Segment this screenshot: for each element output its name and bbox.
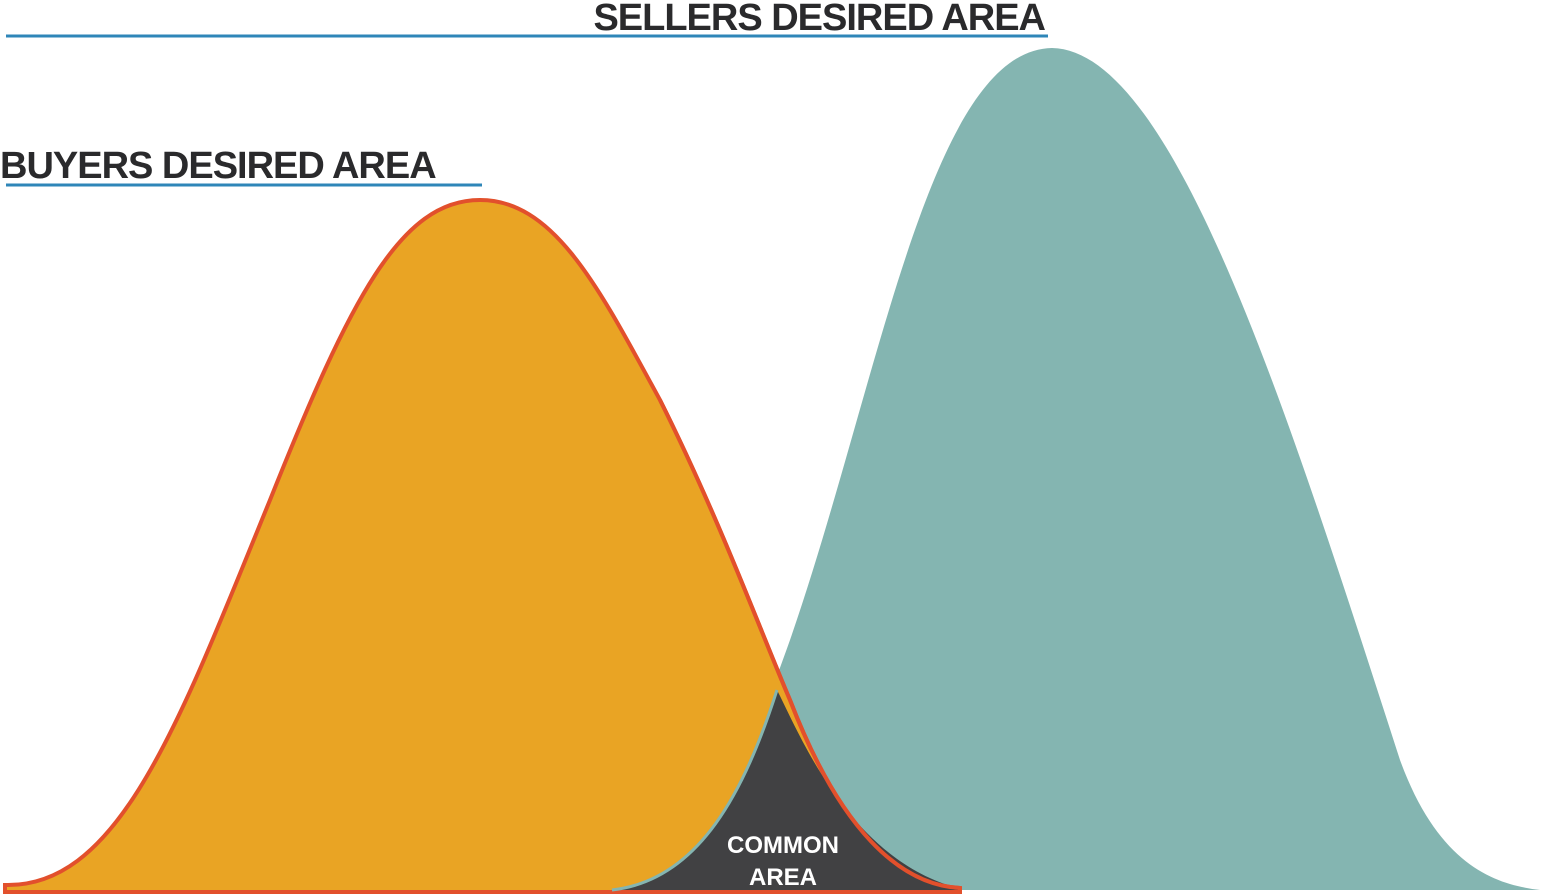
buyers-curve-edge (658, 399, 961, 890)
sellers-curve-edge (611, 689, 779, 892)
sellers-distribution-curve (610, 48, 1540, 890)
sellers-label: SELLERS DESIRED AREA (593, 0, 1045, 39)
common-area-label-line1: COMMON (727, 832, 839, 859)
common-area-label-line2: AREA (749, 864, 817, 891)
buyers-label: BUYERS DESIRED AREA (0, 145, 436, 187)
